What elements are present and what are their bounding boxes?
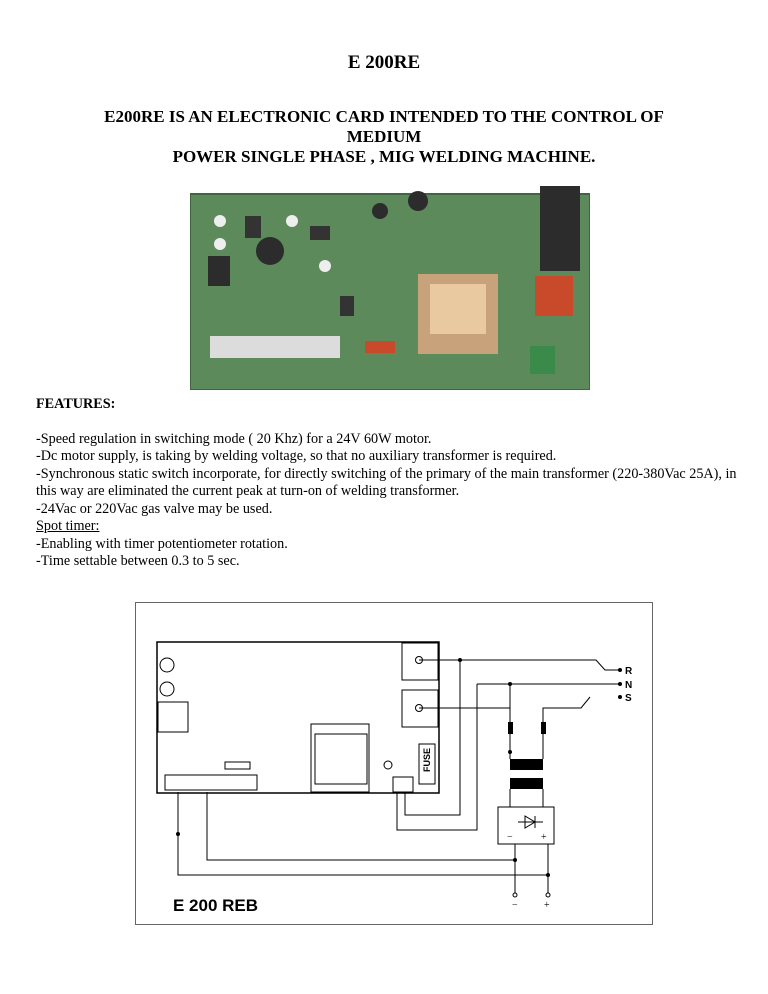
subtitle-line: MEDIUM bbox=[346, 127, 422, 146]
terminal-plus: + bbox=[544, 900, 550, 911]
subtitle-line: E200RE IS AN ELECTRONIC CARD INTENDED TO… bbox=[104, 107, 664, 126]
fuse-label: FUSE bbox=[422, 748, 432, 772]
terminal-minus: − bbox=[512, 900, 518, 911]
svg-text:+: + bbox=[541, 832, 547, 843]
subtitle-line: POWER SINGLE PHASE , MIG WELDING MACHINE… bbox=[172, 147, 596, 166]
feature-item: -Synchronous static switch incorporate, … bbox=[36, 465, 737, 500]
spot-timer-item: -Enabling with timer potentiometer rotat… bbox=[36, 535, 288, 552]
wiring-diagram: FUSE − + − bbox=[135, 602, 653, 925]
page-title: E 200RE bbox=[347, 52, 421, 73]
spot-timer-heading: Spot timer: bbox=[36, 518, 100, 534]
diagram-label: E 200 REB bbox=[173, 896, 258, 915]
subtitle: E200RE IS AN ELECTRONIC CARD INTENDED TO… bbox=[0, 107, 768, 167]
features-heading: FEATURES: bbox=[36, 396, 116, 412]
transformer-primary bbox=[510, 759, 543, 770]
svg-text:−: − bbox=[507, 832, 513, 843]
circuit-board-photo bbox=[190, 186, 590, 390]
features-section: FEATURES: -Speed regulation in switching… bbox=[36, 396, 756, 571]
phase-r-label: R bbox=[625, 666, 633, 677]
transformer-secondary bbox=[510, 778, 543, 789]
phase-n-label: N bbox=[625, 680, 632, 691]
rectifier bbox=[497, 806, 555, 845]
board-outline bbox=[156, 641, 440, 794]
phase-s-label: S bbox=[625, 693, 632, 704]
feature-item: -Dc motor supply, is taking by welding v… bbox=[36, 448, 557, 464]
relay-1 bbox=[401, 642, 439, 681]
feature-item: -24Vac or 220Vac gas valve may be used. bbox=[36, 500, 273, 517]
spot-timer-item: -Time settable between 0.3 to 5 sec. bbox=[36, 553, 240, 569]
feature-item: -Speed regulation in switching mode ( 20… bbox=[36, 430, 432, 447]
